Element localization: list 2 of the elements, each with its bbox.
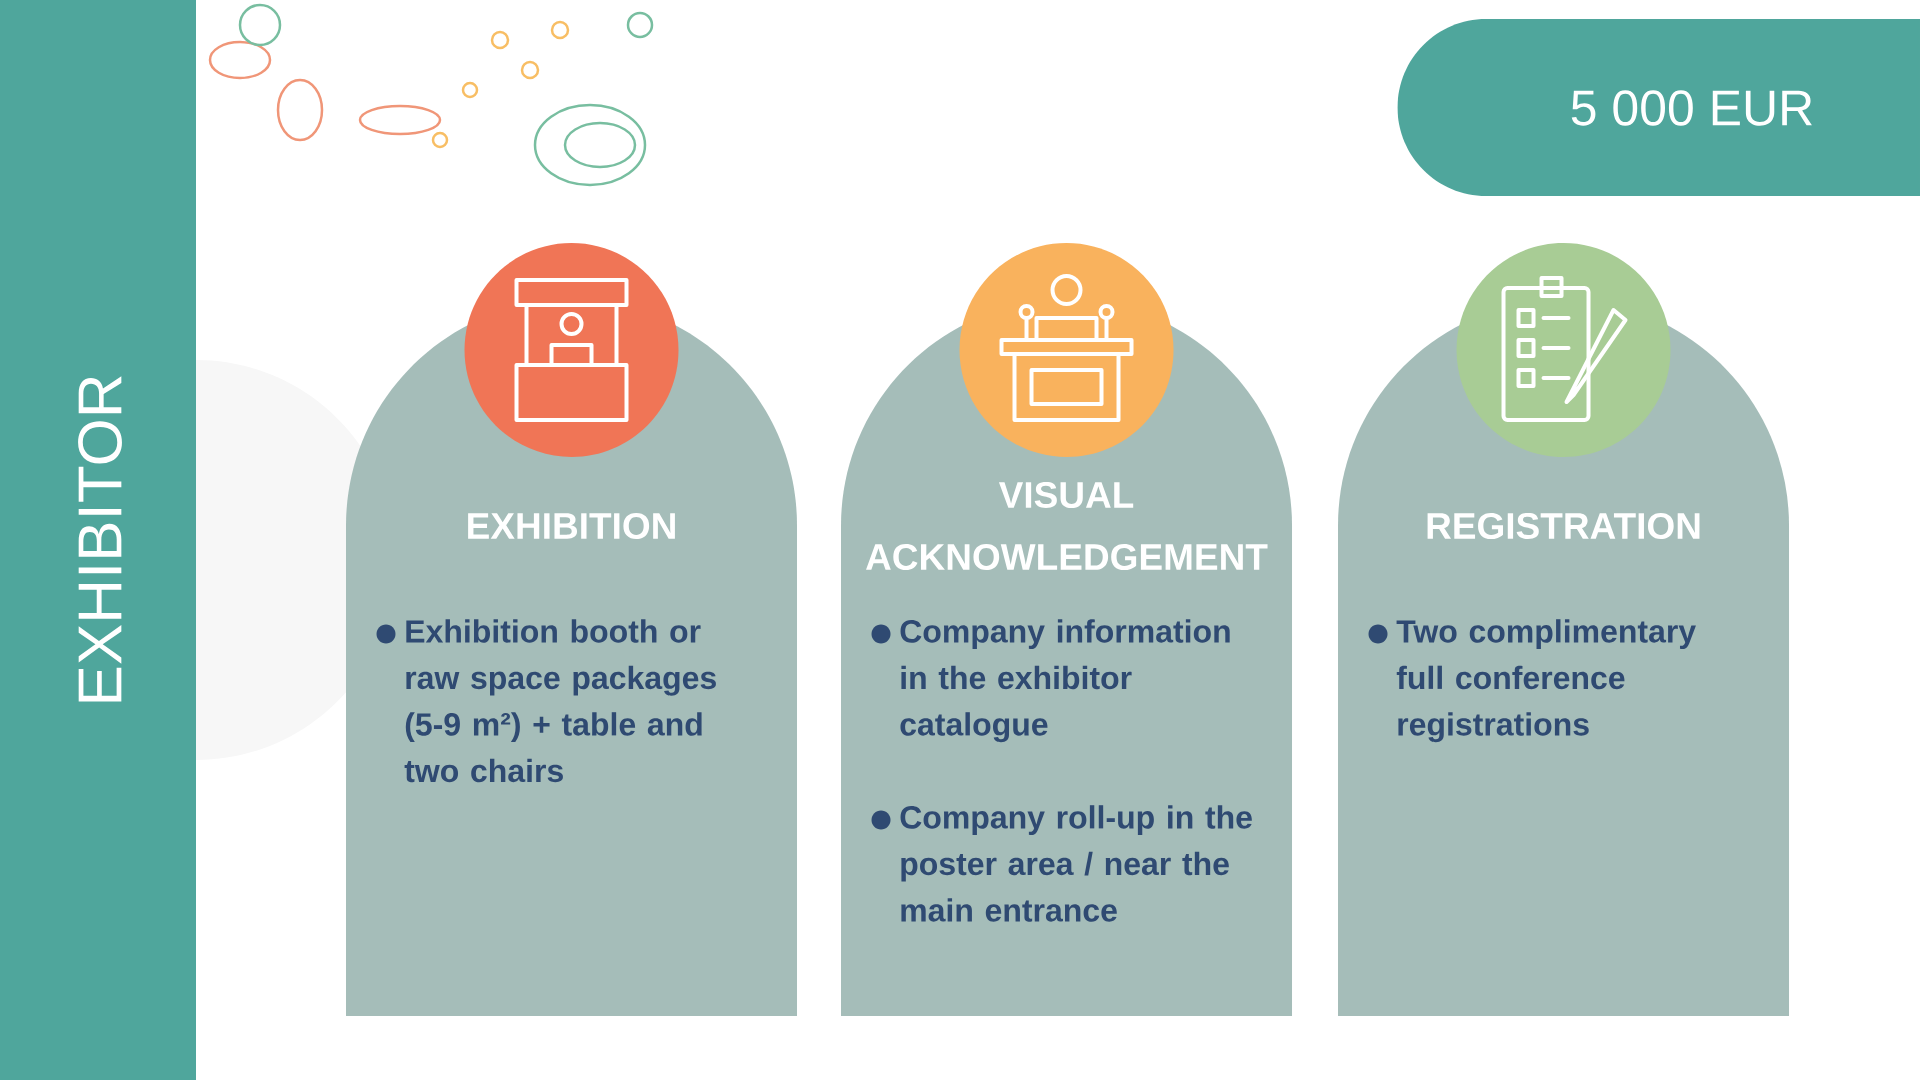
side-band: EXHIBITOR [0, 0, 196, 1080]
price-banner: 5 000 EUR [1397, 19, 1920, 196]
